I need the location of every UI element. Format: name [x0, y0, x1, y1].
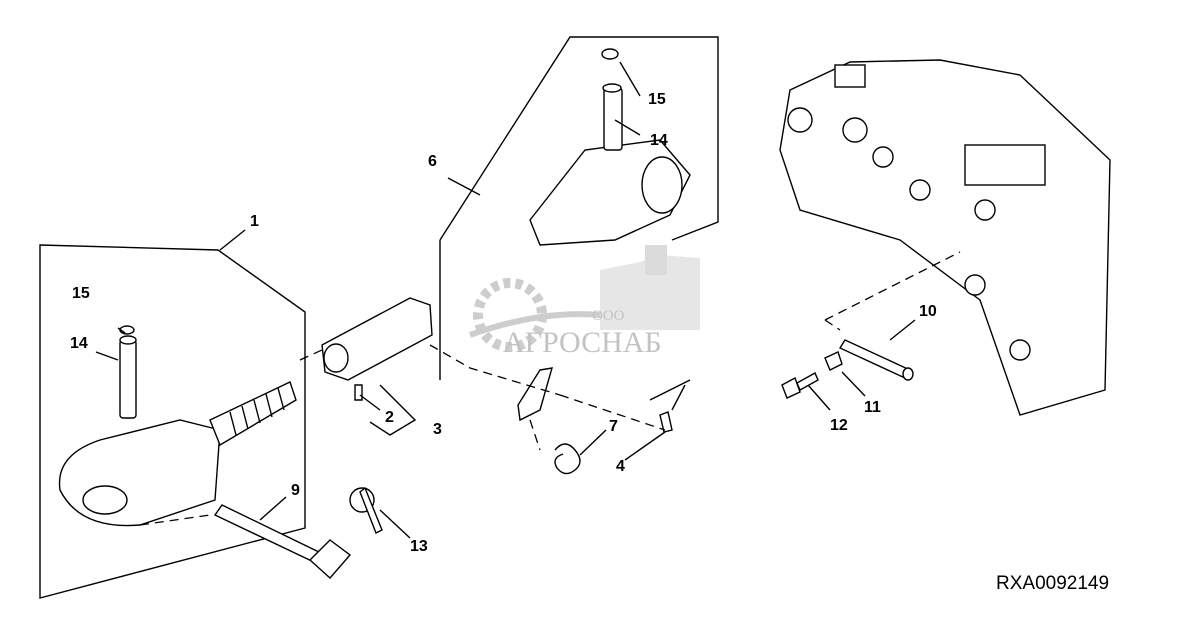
pin-part-9 [213, 504, 352, 579]
callout-10: 10 [919, 303, 937, 320]
callout-15-upper: 15 [648, 91, 666, 108]
callout-2: 2 [385, 409, 394, 426]
callout-3: 3 [433, 421, 442, 438]
pin-part-10 [838, 339, 914, 381]
lynch-pin-part-13 [349, 486, 383, 534]
lever-spring-part [517, 367, 691, 475]
callout-14-upper: 14 [650, 132, 668, 149]
watermark-logo: ООО АГРОСНАБ [468, 245, 700, 359]
callout-11: 11 [864, 399, 881, 416]
callout-15-left: 15 [72, 285, 90, 302]
left-assembly-frame [39, 244, 306, 599]
callout-7: 7 [609, 418, 618, 435]
bolt-part-12 [781, 372, 819, 399]
callout-6: 6 [428, 153, 437, 170]
callout-12: 12 [830, 417, 848, 434]
lift-link-part [58, 325, 297, 527]
figure-code: RXA0092149 [996, 573, 1109, 594]
callout-4: 4 [616, 458, 625, 475]
housing-part [779, 59, 1111, 416]
callout-13: 13 [410, 538, 428, 555]
watermark-name: АГРОСНАБ [503, 326, 662, 359]
callout-1: 1 [250, 213, 259, 230]
upper-assembly-frame [439, 36, 719, 380]
callout-9: 9 [291, 482, 300, 499]
bracket-part-3 [321, 297, 433, 401]
alignment-lines [139, 251, 961, 526]
callout-14-left: 14 [70, 335, 88, 352]
sleeve-part-11 [824, 351, 843, 371]
leader-lines [95, 61, 916, 539]
watermark-prefix: ООО [592, 308, 625, 324]
rockshaft-arm-part [529, 48, 691, 246]
